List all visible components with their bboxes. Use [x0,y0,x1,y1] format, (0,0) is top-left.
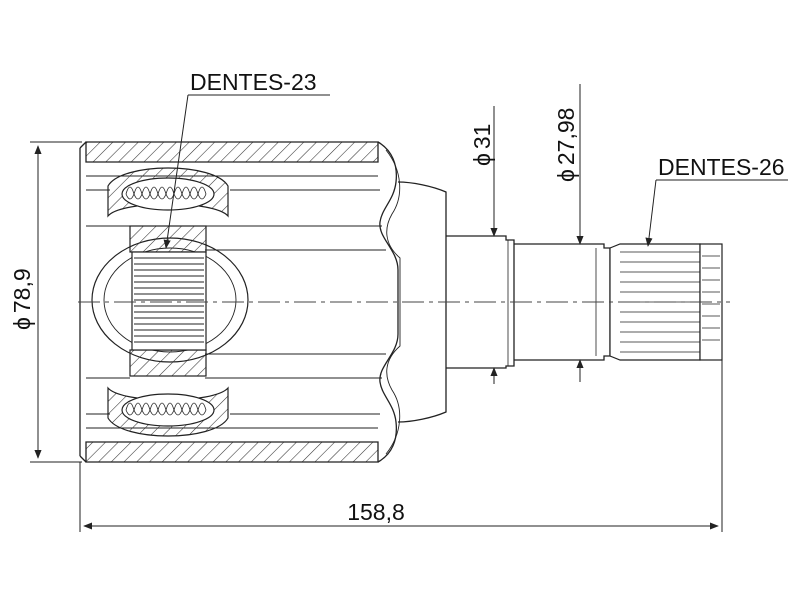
dimension-overall-length [79,360,723,532]
dentes-26-label: DENTES-26 [658,154,785,180]
housing-diameter-label: ϕ78,9 [9,268,35,330]
internal-spline [131,251,207,351]
cage-bottom [107,386,229,437]
housing-top-wall [85,141,379,163]
cage-top [107,167,229,218]
housing [79,141,447,463]
dimension-housing-diameter [30,141,82,463]
leader-dentes-26 [645,179,788,247]
leader-dentes-23 [163,94,330,249]
inner-race [91,225,249,377]
housing-bottom-wall [85,441,379,463]
shaft-diameter-2-label: ϕ27,98 [553,108,579,182]
dentes-23-label: DENTES-23 [190,69,317,95]
shaft-diameter-1-label: ϕ31 [469,124,495,166]
overall-length-label: 158,8 [347,499,405,525]
